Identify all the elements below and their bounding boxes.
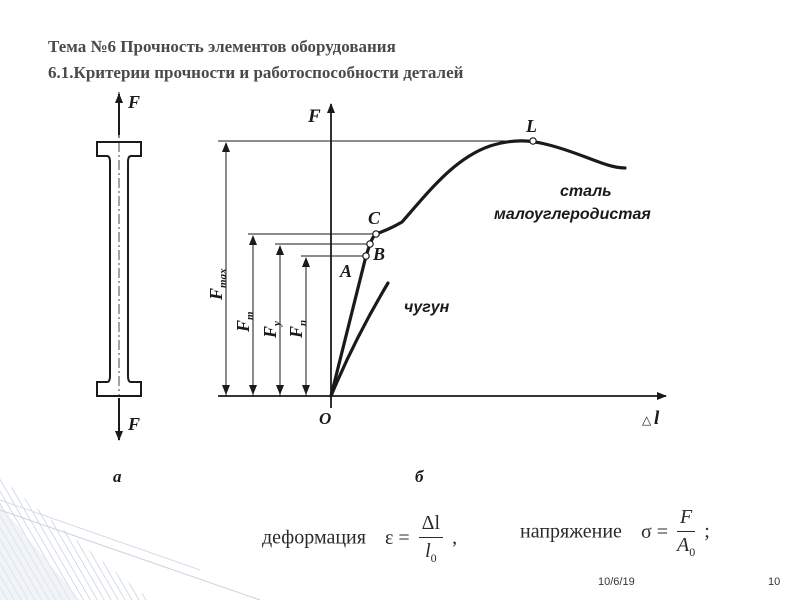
sigma-symbol: σ = (640, 520, 668, 543)
point-c-label: C (368, 208, 381, 228)
sig-numerator: F (677, 506, 696, 532)
eps-denominator: l0 (425, 540, 437, 565)
title-line-2: 6.1.Критерии прочности и работоспособнос… (48, 63, 464, 82)
svg-text:Fт: Fт (233, 311, 256, 333)
dim-label-fmax: Fmax (206, 268, 229, 301)
graph-caption: б (415, 467, 425, 486)
cast-iron-curve (329, 281, 390, 398)
slide-number: 10 (768, 576, 781, 588)
deformation-word: деформация (262, 526, 366, 549)
footer-date: 10/6/19 (598, 576, 635, 588)
eps-tail: , (452, 526, 458, 549)
dim-label-fy: Fу (260, 321, 283, 339)
point-c-marker (372, 230, 380, 238)
point-a-marker (362, 252, 370, 260)
deformation-fraction: Δl l0 (418, 512, 444, 566)
origin-label: O (319, 409, 331, 428)
point-b-label: B (372, 244, 385, 264)
svg-text:Fп: Fп (286, 320, 309, 339)
steel-label-line2: малоуглеродистая (494, 206, 651, 223)
title-line-1: Тема №6 Прочность элементов оборудования (48, 37, 396, 56)
svg-text:Fу: Fу (260, 321, 283, 339)
specimen-force-label-bottom: F (127, 414, 140, 434)
stress-fraction: F A0 (677, 506, 696, 560)
sig-denominator: A0 (677, 534, 696, 559)
point-l-label: L (525, 116, 537, 136)
steel-label-line1: сталь (560, 183, 612, 200)
eps-numerator: Δl (418, 512, 444, 538)
point-l-marker (529, 137, 537, 145)
point-a-label: A (339, 261, 352, 281)
tensile-specimen: F F а (96, 92, 142, 486)
y-axis-label: F (307, 106, 321, 127)
specimen-force-label-top: F (127, 92, 140, 112)
deformation-formula: деформация ε = Δl l0 , (262, 512, 457, 566)
specimen-caption: а (113, 467, 122, 486)
point-b-marker (366, 240, 374, 248)
slide-title: Тема №6 Прочность элементов оборудования… (48, 34, 463, 86)
steel-curve (329, 139, 627, 398)
stress-strain-graph: F O △ l Fmax Fт Fу Fп (206, 103, 667, 486)
dim-label-ft: Fт (233, 311, 256, 333)
stress-formula: напряжение σ = F A0 ; (520, 506, 710, 560)
x-axis-delta: △ (642, 413, 652, 427)
decorative-stripes (0, 478, 261, 600)
sig-tail: ; (704, 520, 710, 543)
stress-word: напряжение (520, 520, 622, 543)
epsilon-symbol: ε = (384, 526, 410, 549)
x-axis-label: l (654, 408, 660, 429)
cast-iron-label: чугун (404, 299, 450, 316)
svg-text:Fmax: Fmax (206, 268, 229, 301)
dim-label-fp: Fп (286, 320, 309, 339)
